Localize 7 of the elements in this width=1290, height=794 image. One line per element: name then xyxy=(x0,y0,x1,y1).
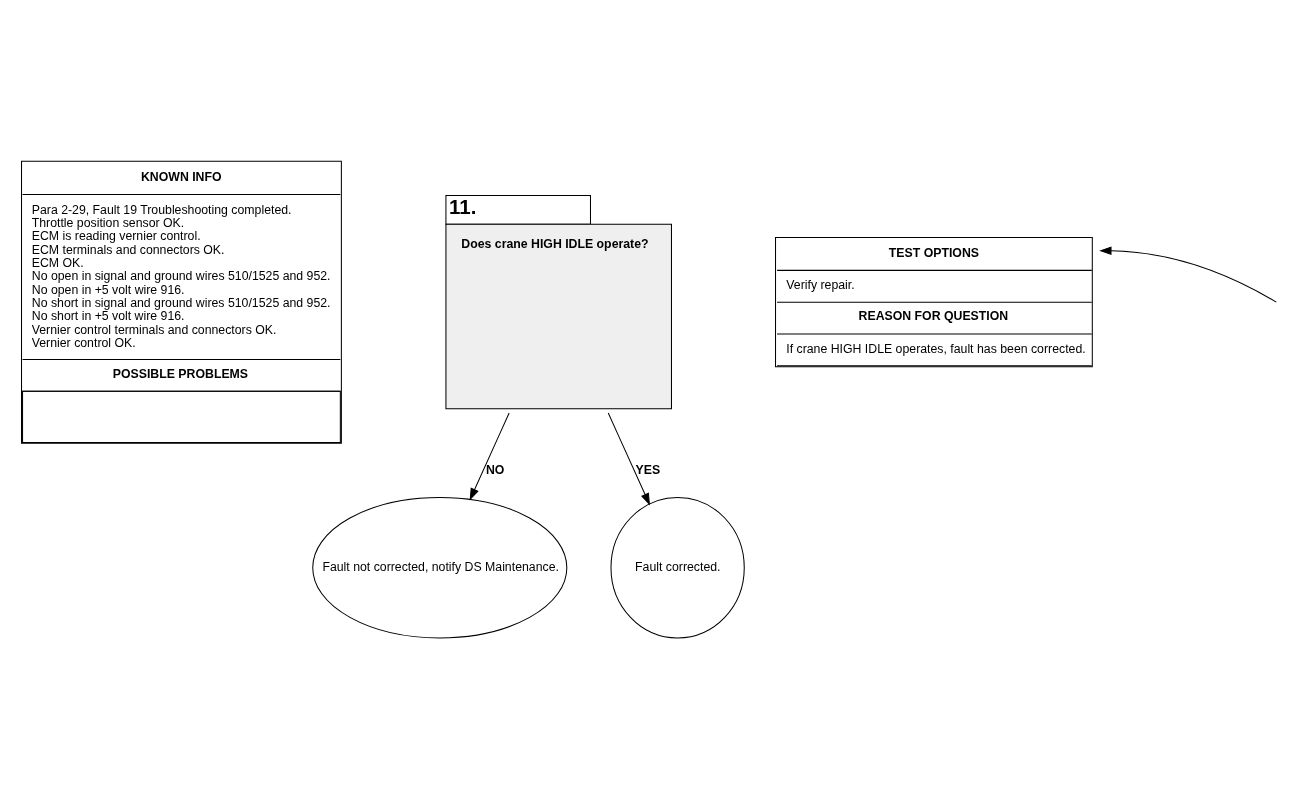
arrow xyxy=(1099,245,1277,303)
arrow xyxy=(469,412,510,501)
node-ellipse: Fault not corrected, notify DS Maintenance. xyxy=(312,496,568,638)
node-circle: Fault corrected. xyxy=(610,496,745,638)
edge-label: YES xyxy=(635,462,661,477)
edge-label: NO xyxy=(485,462,505,477)
arrow xyxy=(607,412,650,505)
